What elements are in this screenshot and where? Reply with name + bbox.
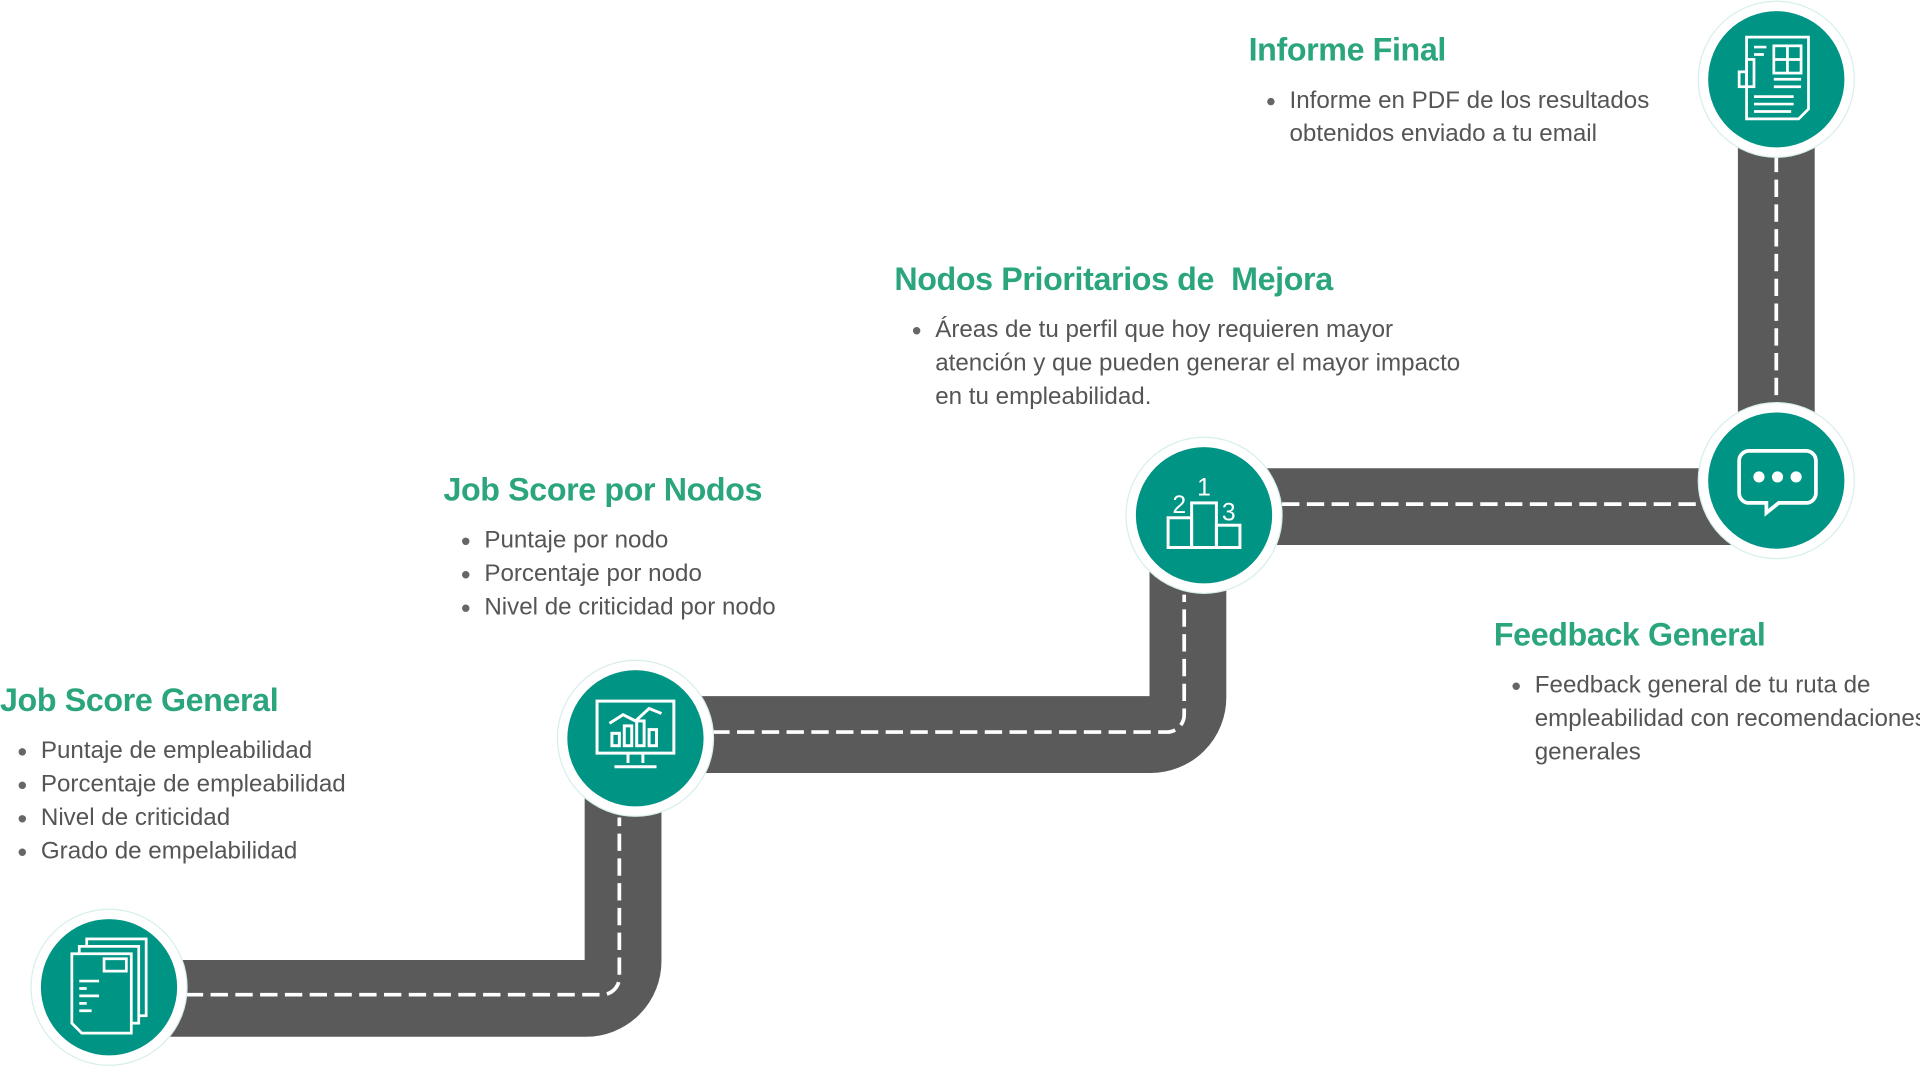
step-title: Job Score por Nodos xyxy=(443,470,763,508)
chat-bubble-icon xyxy=(1737,449,1818,517)
bullet-list: Puntaje de empleabilidad Porcentaje de e… xyxy=(0,735,346,869)
circle-nodos-prioritarios: 1 2 3 xyxy=(1125,436,1283,594)
podium-label-1: 1 xyxy=(1197,474,1211,501)
bullet-item: Puntaje por nodo xyxy=(484,524,775,557)
circle-job-score-nodos xyxy=(556,659,715,817)
step-informe-final: Informe Final Informe en PDF de los resu… xyxy=(1249,31,1701,151)
report-icon xyxy=(1737,35,1810,121)
documents-icon xyxy=(70,937,148,1035)
bullet-item: Feedback general de tu ruta de empleabil… xyxy=(1535,669,1920,769)
bullet-item: Nivel de criticidad xyxy=(41,801,346,834)
road-segment-2 xyxy=(693,545,1227,773)
bullet-list: Puntaje por nodo Porcentaje por nodo Niv… xyxy=(443,524,775,624)
bullet-item: Nivel de criticidad por nodo xyxy=(484,591,775,624)
step-nodos-prioritarios: Nodos Prioritarios de Mejora Áreas de tu… xyxy=(894,260,1476,414)
bullet-item: Porcentaje por nodo xyxy=(484,557,775,590)
circle-feedback-general xyxy=(1697,401,1855,560)
podium-label-3: 3 xyxy=(1222,499,1236,526)
bullet-list: Áreas de tu perfil que hoy requieren may… xyxy=(894,313,1476,413)
road-dashes-1 xyxy=(185,817,622,997)
circle-job-score-general xyxy=(30,908,188,1066)
podium-label-2: 2 xyxy=(1172,492,1186,519)
step-title: Feedback General xyxy=(1493,615,1766,653)
step-title: Job Score General xyxy=(0,681,279,719)
step-job-score-general: Job Score General Puntaje de empleabilid… xyxy=(0,681,346,868)
circle-informe-final xyxy=(1697,0,1855,158)
step-job-score-nodos: Job Score por Nodos Puntaje por nodo Por… xyxy=(443,471,775,625)
monitor-chart-icon xyxy=(595,699,676,769)
step-circles: 1 2 3 xyxy=(30,0,1855,1066)
bullet-list: Feedback general de tu ruta de empleabil… xyxy=(1494,669,1920,769)
bullet-item: Porcentaje de empleabilidad xyxy=(41,768,346,801)
road-dashes-2 xyxy=(712,594,1187,734)
bullet-item: Informe en PDF de los resultados obtenid… xyxy=(1289,84,1700,151)
podium-icon xyxy=(1166,501,1242,549)
step-title: Nodos Prioritarios de Mejora xyxy=(894,260,1333,298)
bullet-item: Grado de empelabilidad xyxy=(41,835,346,868)
bullet-item: Áreas de tu perfil que hoy requieren may… xyxy=(935,313,1476,413)
step-title: Informe Final xyxy=(1248,30,1447,69)
bullet-item: Puntaje de empleabilidad xyxy=(41,735,346,768)
road-segment-1 xyxy=(148,743,662,1037)
bullet-list: Informe en PDF de los resultados obtenid… xyxy=(1249,84,1701,151)
step-feedback-general: Feedback General Feedback general de tu … xyxy=(1494,616,1920,770)
